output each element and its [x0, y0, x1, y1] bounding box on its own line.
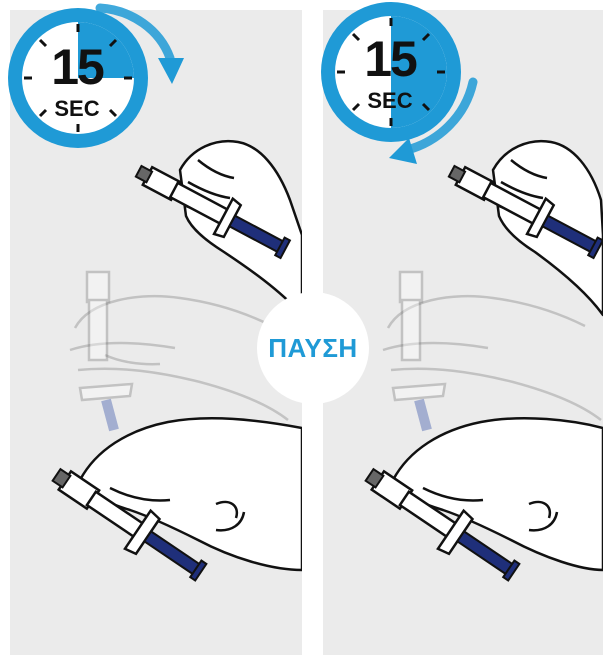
- pause-label: ΠΑΥΣΗ: [268, 333, 357, 364]
- stopwatch-right: 15 SEC: [313, 0, 503, 150]
- faded-syringe-icon: [393, 272, 445, 430]
- lower-hand-icon: [80, 418, 302, 570]
- timer-unit: SEC: [42, 98, 112, 120]
- stopwatch-left: 15 SEC: [0, 0, 190, 150]
- timer-number: 15: [42, 42, 112, 92]
- timer-unit: SEC: [355, 90, 425, 112]
- faded-syringe-icon: [80, 272, 132, 430]
- lower-hand-icon: [393, 418, 603, 570]
- pause-badge: ΠΑΥΣΗ: [257, 292, 369, 404]
- timer-number: 15: [355, 34, 425, 84]
